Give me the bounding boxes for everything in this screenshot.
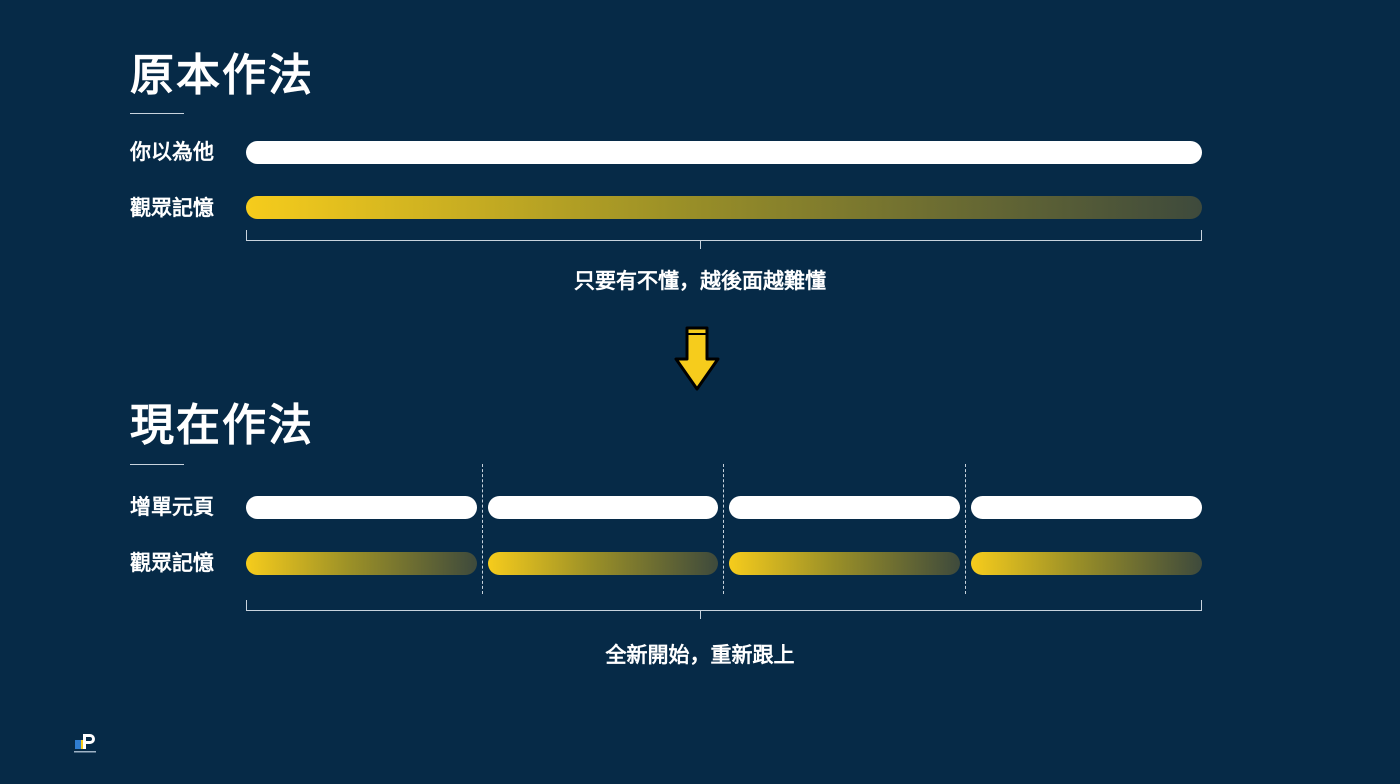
- after-title: 現在作法: [130, 400, 314, 451]
- before-bracket-tick: [700, 241, 701, 249]
- after-row2-label: 觀眾記憶: [130, 551, 214, 575]
- after-unit-bar: [488, 496, 718, 519]
- before-memory-bar: [246, 196, 1202, 219]
- after-bracket: [246, 600, 1202, 611]
- after-row1-label: 增單元頁: [130, 495, 214, 519]
- before-title-rule: [130, 113, 184, 114]
- before-full-bar: [246, 141, 1202, 164]
- after-caption: 全新開始，重新跟上: [605, 643, 795, 667]
- after-memory-bar: [488, 552, 718, 575]
- after-unit-bar: [971, 496, 1202, 519]
- before-caption: 只要有不懂，越後面越難懂: [574, 269, 826, 293]
- after-memory-bar: [246, 552, 477, 575]
- down-arrow-icon: [674, 326, 720, 391]
- after-unit-bar: [729, 496, 960, 519]
- segment-divider: [482, 464, 483, 594]
- before-bracket: [246, 230, 1202, 241]
- segment-divider: [965, 464, 966, 594]
- segment-divider: [723, 464, 724, 594]
- after-bracket-tick: [700, 611, 701, 619]
- after-memory-bar: [971, 552, 1202, 575]
- logo-icon: [74, 734, 96, 753]
- after-memory-bar: [729, 552, 960, 575]
- before-row2-label: 觀眾記憶: [130, 196, 214, 220]
- after-title-rule: [130, 464, 184, 465]
- after-unit-bar: [246, 496, 477, 519]
- before-title: 原本作法: [130, 50, 314, 101]
- before-row1-label: 你以為他: [130, 140, 214, 164]
